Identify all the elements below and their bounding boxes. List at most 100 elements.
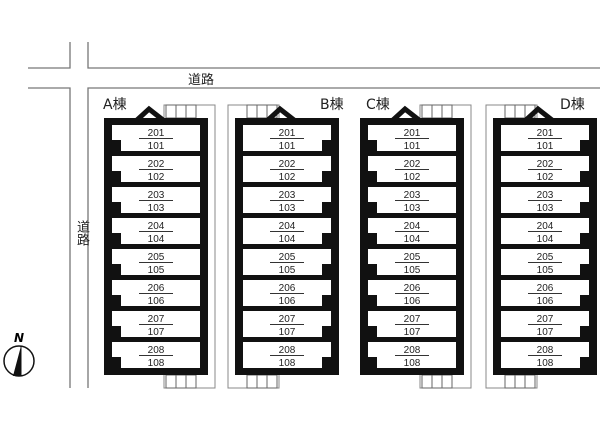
stair-outline xyxy=(165,104,197,119)
unit-number-lower: 107 xyxy=(537,327,554,338)
unit-number-lower: 104 xyxy=(148,234,165,245)
unit-number-lower: 101 xyxy=(279,141,296,152)
stairs-bottom xyxy=(246,374,278,389)
unit-number-upper: 203 xyxy=(148,190,165,201)
unit-number-upper: 208 xyxy=(404,345,421,356)
unit-number-lower: 108 xyxy=(148,358,165,369)
building-label-d: D棟 xyxy=(560,97,585,113)
unit-number-lower: 102 xyxy=(279,172,296,183)
unit-number-lower: 103 xyxy=(279,203,296,214)
north-compass-icon xyxy=(3,345,35,377)
stair-outline xyxy=(421,374,453,389)
stair-outline xyxy=(165,374,197,389)
unit-notch xyxy=(112,171,121,182)
unit-notch xyxy=(322,171,331,182)
road-lines xyxy=(28,42,600,388)
unit-number-lower: 107 xyxy=(148,327,165,338)
unit-notch xyxy=(368,264,377,275)
unit-number-lower: 106 xyxy=(537,296,554,307)
stairs-bottom xyxy=(421,374,453,389)
unit-notch xyxy=(368,326,377,337)
unit-number-upper: 202 xyxy=(279,159,296,170)
unit-number-upper: 205 xyxy=(279,252,296,263)
unit-number-lower: 103 xyxy=(537,203,554,214)
buildings: 2011012021022031032041042051052061062071… xyxy=(104,104,597,389)
unit-number-lower: 102 xyxy=(537,172,554,183)
unit-notch xyxy=(580,357,589,368)
unit-number-lower: 102 xyxy=(404,172,421,183)
unit-number-upper: 201 xyxy=(148,128,165,139)
unit-notch xyxy=(322,140,331,151)
unit-number-upper: 201 xyxy=(537,128,554,139)
unit-number-upper: 204 xyxy=(279,221,296,232)
unit-number-lower: 101 xyxy=(537,141,554,152)
unit-notch xyxy=(368,171,377,182)
unit-number-lower: 108 xyxy=(279,358,296,369)
roof-peak xyxy=(266,105,296,122)
stairs-bottom xyxy=(504,374,536,389)
building-label-c: C棟 xyxy=(366,97,390,113)
unit-notch xyxy=(368,140,377,151)
unit-notch xyxy=(322,295,331,306)
unit-number-lower: 104 xyxy=(279,234,296,245)
unit-notch xyxy=(112,264,121,275)
stairs-top xyxy=(421,104,453,119)
unit-number-lower: 107 xyxy=(279,327,296,338)
unit-notch xyxy=(322,202,331,213)
unit-notch xyxy=(368,295,377,306)
unit-notch xyxy=(112,202,121,213)
building: 2011012021022031032041042051052061062071… xyxy=(360,104,472,389)
building: 2011012021022031032041042051052061062071… xyxy=(485,104,597,389)
unit-number-lower: 106 xyxy=(404,296,421,307)
roof-peak xyxy=(524,105,554,122)
road-label-top: 道路 xyxy=(188,73,215,88)
unit-number-lower: 108 xyxy=(537,358,554,369)
unit-number-upper: 206 xyxy=(404,283,421,294)
building: 2011012021022031032041042051052061062071… xyxy=(104,104,216,389)
unit-notch xyxy=(580,233,589,244)
unit-number-upper: 203 xyxy=(404,190,421,201)
unit-notch xyxy=(580,326,589,337)
unit-number-upper: 202 xyxy=(148,159,165,170)
unit-number-lower: 105 xyxy=(279,265,296,276)
unit-number-upper: 207 xyxy=(404,314,421,325)
unit-notch xyxy=(368,202,377,213)
unit-notch xyxy=(112,326,121,337)
unit-number-upper: 201 xyxy=(279,128,296,139)
unit-number-lower: 105 xyxy=(537,265,554,276)
unit-number-upper: 205 xyxy=(148,252,165,263)
unit-number-upper: 204 xyxy=(537,221,554,232)
unit-notch xyxy=(580,202,589,213)
unit-number-upper: 203 xyxy=(537,190,554,201)
unit-number-lower: 107 xyxy=(404,327,421,338)
unit-notch xyxy=(112,357,121,368)
building-label-b: B棟 xyxy=(320,97,344,113)
unit-notch xyxy=(580,171,589,182)
unit-notch xyxy=(322,326,331,337)
unit-number-upper: 202 xyxy=(537,159,554,170)
